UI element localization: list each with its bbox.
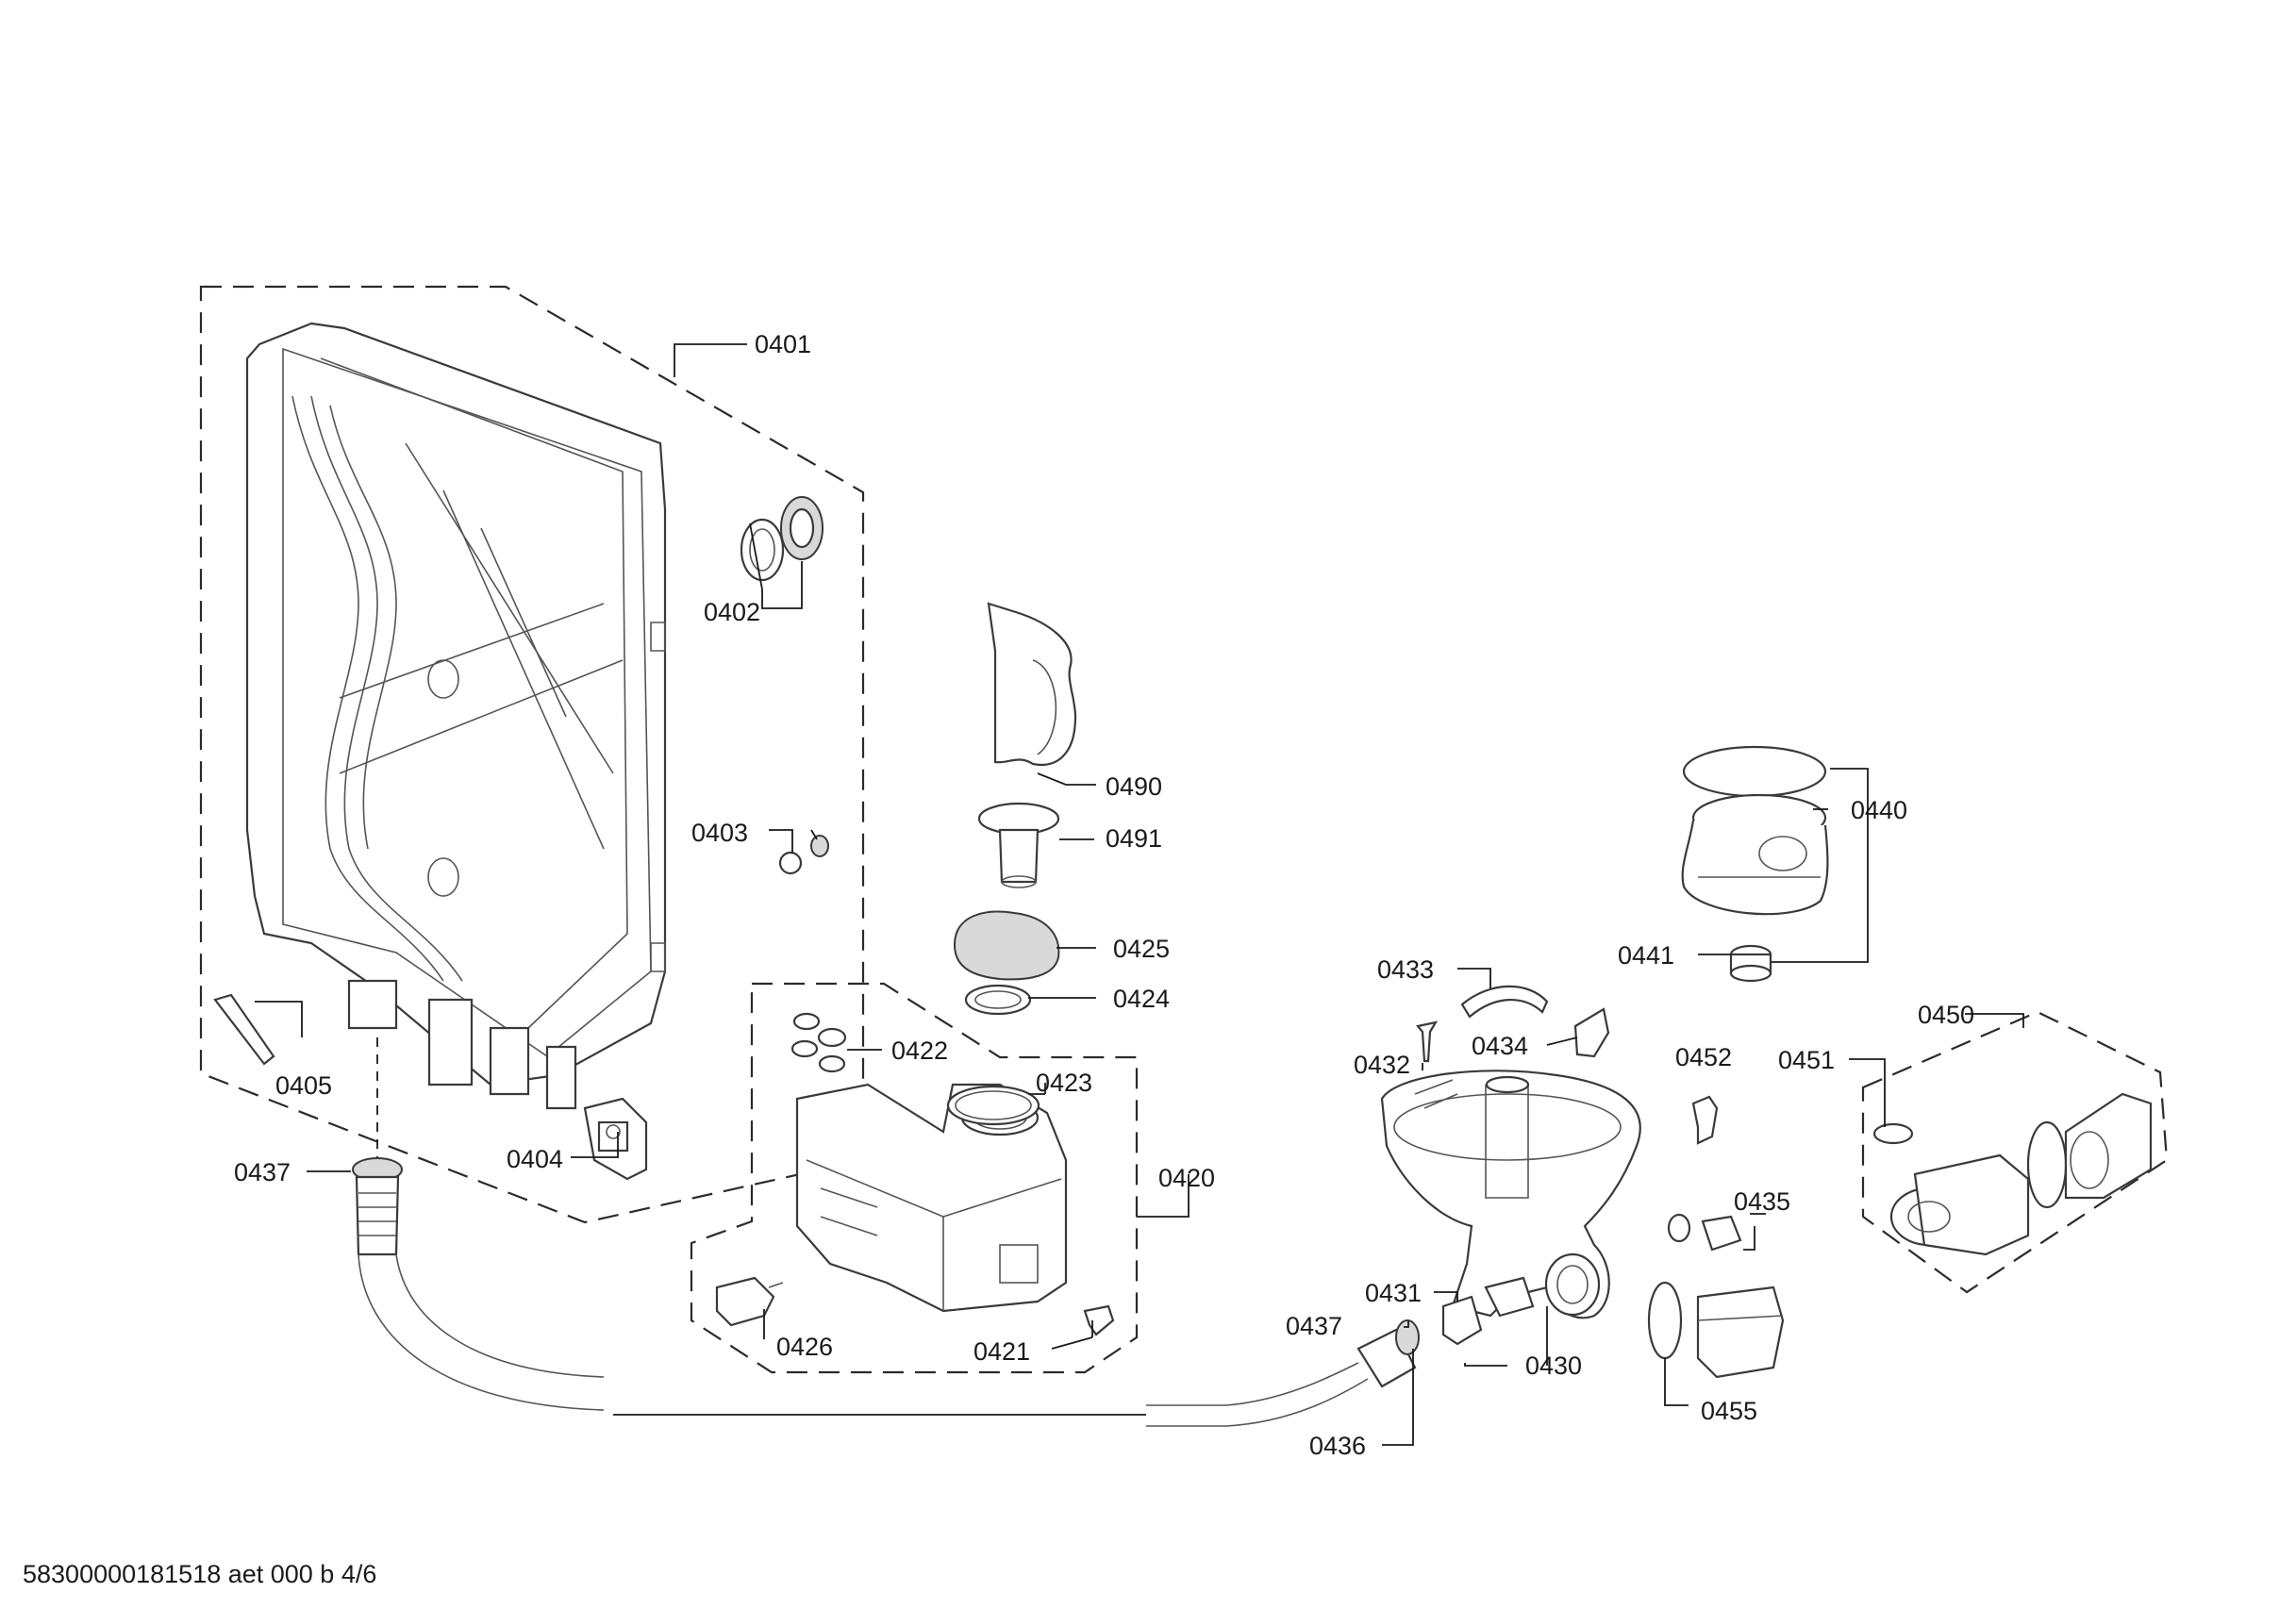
label-0430: 0430: [1525, 1352, 1582, 1380]
plugs-0422[interactable]: [790, 1012, 847, 1073]
clip-0452[interactable]: [1691, 1095, 1719, 1145]
lid-0425[interactable]: [953, 910, 1060, 981]
label-0423: 0423: [1036, 1069, 1092, 1097]
group-0401: [199, 285, 865, 1224]
label-0432: 0432: [1354, 1051, 1410, 1079]
label-0401: 0401: [755, 330, 811, 358]
label-0451: 0451: [1778, 1046, 1835, 1074]
seal-0424[interactable]: [964, 984, 1032, 1016]
filter-0431[interactable]: [1441, 1295, 1483, 1346]
pump-0455[interactable]: [1647, 1281, 1785, 1379]
label-0422: 0422: [891, 1037, 948, 1065]
label-0450: 0450: [1918, 1001, 1974, 1029]
label-0491: 0491: [1106, 824, 1162, 853]
drain-hose-left[interactable]: [307, 1037, 1369, 1427]
group-funnel: [953, 602, 1096, 1016]
clamp-0451[interactable]: [1872, 1122, 1914, 1145]
label-0433: 0433: [1377, 955, 1434, 984]
seal-0435[interactable]: [1667, 1213, 1742, 1252]
label-0431: 0431: [1365, 1279, 1422, 1307]
sensor-0426[interactable]: [715, 1276, 784, 1327]
label-0405: 0405: [275, 1071, 332, 1100]
seal-ring-0440[interactable]: [1682, 745, 1827, 798]
group-0450: [1849, 1010, 2169, 1294]
group-sump: [1356, 968, 1641, 1446]
clip-0421[interactable]: [1083, 1304, 1115, 1336]
sump-0430[interactable]: [1380, 1070, 1641, 1319]
label-0455: 0455: [1701, 1397, 1757, 1425]
cap-0491[interactable]: [977, 802, 1060, 888]
label-0424: 0424: [1113, 985, 1170, 1013]
label-0425: 0425: [1113, 935, 1170, 963]
label-0404: 0404: [507, 1145, 563, 1173]
valve-0404[interactable]: [583, 1097, 648, 1181]
water-pocket-panel[interactable]: [245, 322, 667, 1110]
funnel-0490[interactable]: [987, 602, 1077, 766]
label-0402: 0402: [704, 598, 760, 626]
clip-0405[interactable]: [213, 993, 275, 1066]
bracket-0433[interactable]: [1460, 985, 1549, 1019]
label-0436: 0436: [1309, 1432, 1366, 1460]
label-0440: 0440: [1851, 796, 1907, 824]
label-0426: 0426: [776, 1333, 833, 1361]
group-0440: [1681, 745, 1869, 983]
seal-0423[interactable]: [946, 1085, 1040, 1126]
group-0420: [690, 982, 1190, 1374]
label-0434: 0434: [1472, 1032, 1528, 1060]
label-0490: 0490: [1106, 772, 1162, 801]
drawing-reference: 58300000181518 aet 000 b 4/6: [23, 1560, 376, 1588]
seal-ring-0402[interactable]: [740, 496, 824, 582]
sensor-0441[interactable]: [1729, 944, 1772, 983]
label-0437-right: 0437: [1286, 1312, 1342, 1340]
hose-fitting-0436[interactable]: [1356, 1319, 1420, 1388]
label-0420: 0420: [1158, 1164, 1215, 1192]
label-0403: 0403: [691, 819, 748, 847]
label-0437-left: 0437: [234, 1158, 291, 1186]
label-0441: 0441: [1618, 941, 1674, 970]
nut-0403[interactable]: [778, 835, 829, 875]
label-0421: 0421: [973, 1337, 1030, 1366]
label-0435: 0435: [1734, 1187, 1790, 1216]
callout-labels: 0401 0402 0403 0404 0405 0437 0490 0491 …: [234, 330, 1974, 1460]
group-small-parts: [1647, 1095, 1785, 1406]
group-frame-0420: [690, 982, 1139, 1374]
heater-housing-0440[interactable]: [1681, 793, 1829, 916]
label-0452: 0452: [1675, 1043, 1732, 1071]
screw-0432[interactable]: [1415, 1020, 1439, 1063]
group-frame-0450: [1861, 1010, 2169, 1294]
clip-0434[interactable]: [1573, 1007, 1610, 1058]
circulation-pump-0450[interactable]: [1889, 1092, 2153, 1256]
